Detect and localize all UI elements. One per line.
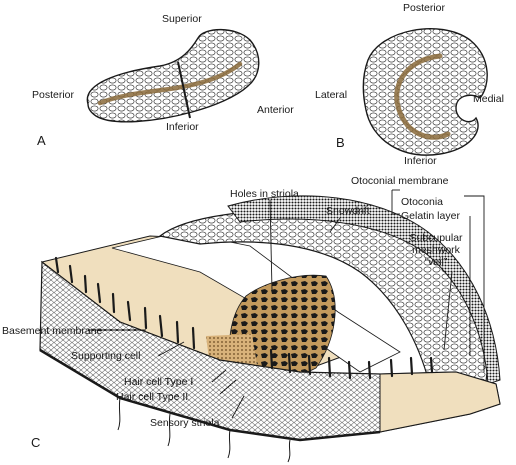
label-a-posterior: Posterior (32, 89, 75, 101)
label-subcupular-meshwork: Subcupular meshwork “veil” (403, 232, 469, 268)
label-holes-in-striola: Holes in striola (230, 188, 299, 200)
panel-b-macula (362, 28, 488, 156)
label-snowdrift: Snowdrift (326, 205, 370, 217)
label-gelatin-layer: Gelatin layer (401, 210, 460, 222)
panel-c-letter: C (31, 435, 41, 450)
label-a-anterior: Anterior (257, 104, 294, 116)
label-b-inferior: Inferior (404, 155, 437, 167)
label-basement-membrane: Basement membrane (2, 325, 103, 337)
label-sensory-striola: Sensory striola (150, 417, 220, 429)
label-a-superior: Superior (162, 13, 202, 25)
label-a-inferior: Inferior (166, 121, 199, 133)
label-b-posterior: Posterior (403, 2, 446, 14)
label-otoconia: Otoconia (401, 196, 444, 208)
label-hair-cell-type-1: Hair cell Type I (124, 376, 194, 388)
panel-b-letter: B (336, 135, 345, 150)
label-subcupular-line2: meshwork (412, 244, 460, 256)
leader-lines (88, 189, 485, 419)
panel-c-section (39, 195, 501, 463)
panel-a-letter: A (37, 133, 46, 148)
label-b-lateral: Lateral (315, 89, 348, 101)
label-subcupular-line3: “veil” (424, 256, 448, 268)
label-subcupular-line1: Subcupular (409, 232, 463, 244)
label-b-medial: Medial (473, 93, 504, 105)
label-supporting-cell: Supporting cell (71, 350, 141, 362)
label-otoconial-membrane: Otoconial membrane (351, 175, 449, 187)
label-hair-cell-type-2: Hair cell Type II (116, 391, 189, 403)
panel-a-macula (86, 28, 260, 123)
